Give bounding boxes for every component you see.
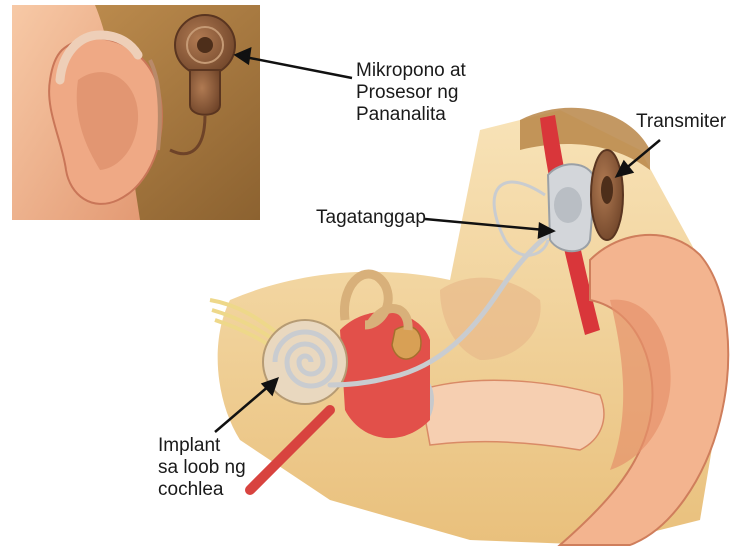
processor-arrow (245, 57, 352, 78)
ear-cross-section (210, 108, 728, 545)
ear-canal (420, 380, 604, 450)
transmitter-label: Transmiter (636, 111, 726, 133)
cochlea (263, 320, 347, 404)
implant-label: Implant sa loob ng cochlea (158, 435, 246, 501)
ossicles (392, 326, 421, 359)
transmitter-coil (591, 150, 623, 240)
processor-label: Mikropono at Prosesor ng Pananalita (356, 60, 466, 126)
head-inset (12, 5, 260, 220)
receiver-label: Tagatanggap (316, 207, 426, 229)
